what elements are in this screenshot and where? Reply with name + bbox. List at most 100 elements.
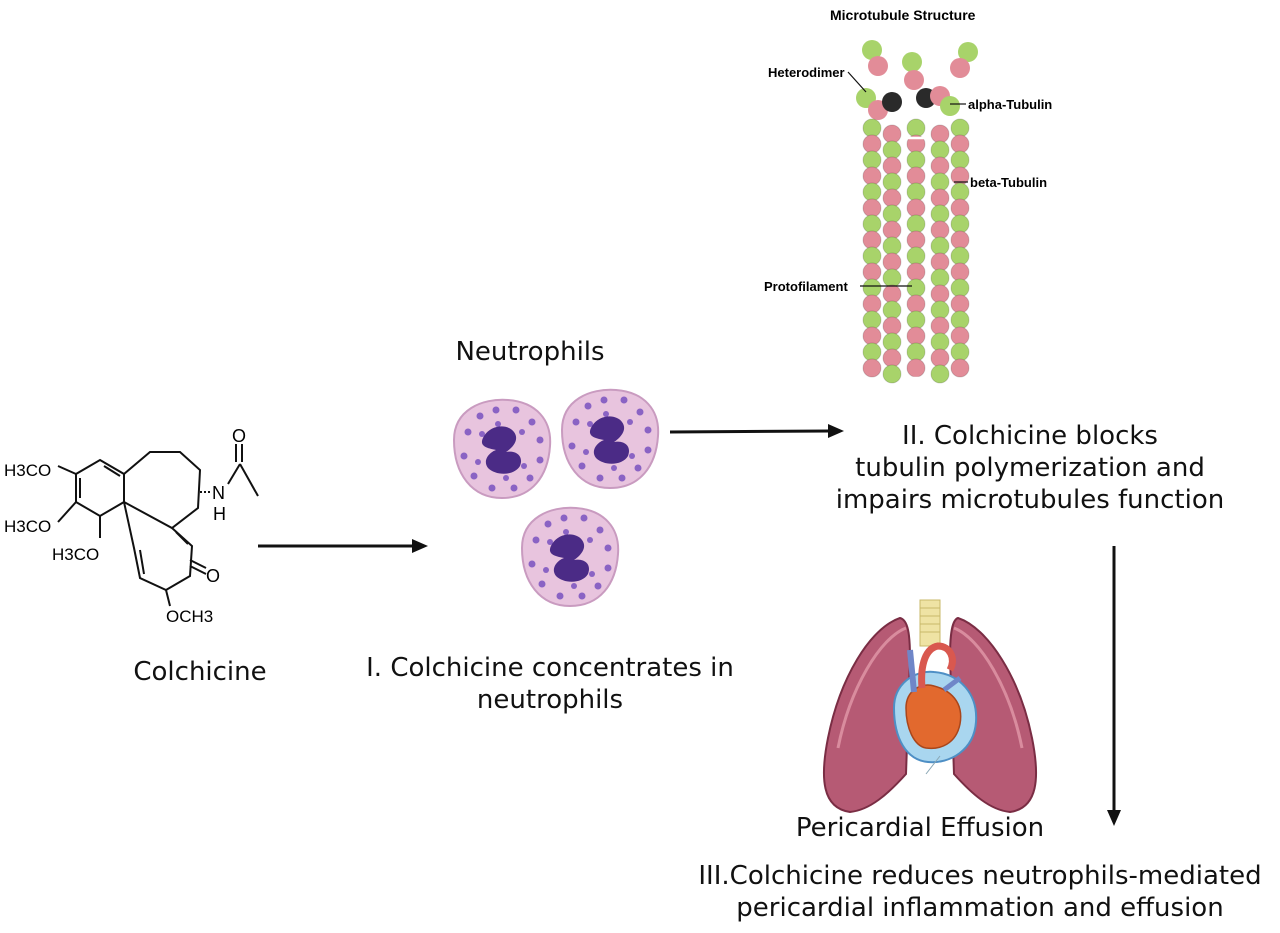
tubulin-bead	[882, 124, 902, 144]
arrow-neutrophils-to-microtubule	[669, 424, 844, 438]
pericardial-effusion-title: Pericardial Effusion	[795, 813, 1045, 843]
tubulin-bead	[950, 246, 970, 266]
tubulin-bead	[882, 364, 902, 384]
tubulin-bead	[950, 182, 970, 202]
alpha-tubulin-label: alpha-Tubulin	[968, 97, 1052, 112]
beta-tubulin-label: beta-Tubulin	[970, 175, 1047, 190]
step-3-line-1: III.Colchicine reduces neutrophils-media…	[698, 861, 1262, 891]
step-2-caption: II. Colchicine blocks tubulin polymeriza…	[820, 420, 1240, 516]
step-3-caption: III.Colchicine reduces neutrophils-media…	[690, 860, 1270, 924]
tubulin-bead	[862, 262, 882, 282]
tubulin-bead	[950, 214, 970, 234]
tubulin-bead	[882, 172, 902, 192]
tubulin-bead	[906, 246, 926, 266]
tubulin-bead	[862, 294, 882, 314]
tubulin-bead	[882, 204, 902, 224]
nitrogen-label: N	[212, 483, 225, 503]
tubulin-bead	[950, 310, 970, 330]
tubulin-bead	[882, 332, 902, 352]
amide-oxygen-label: O	[232, 426, 246, 446]
tubulin-bead	[862, 230, 882, 250]
tubulin-bead	[906, 310, 926, 330]
tubulin-bead	[930, 124, 950, 144]
aorta	[918, 642, 956, 689]
methoxy-group-3: H3CO	[52, 545, 99, 564]
tubulin-bead	[906, 294, 926, 314]
neutrophil-cell-3	[521, 506, 620, 607]
microtubule-title: Microtubule Structure	[830, 7, 976, 23]
tubulin-bead	[882, 140, 902, 160]
tubulin-bead	[906, 198, 926, 218]
arrow-microtubule-to-pericardium	[1107, 546, 1121, 826]
heterodimer-label: Heterodimer	[768, 65, 845, 80]
protofilament-label: Protofilament	[764, 279, 848, 294]
tubulin-bead	[906, 150, 926, 170]
tubulin-bead	[906, 230, 926, 250]
tubulin-bead	[950, 358, 970, 378]
tubulin-bead	[950, 326, 970, 346]
step-2-line-1: II. Colchicine blocks	[902, 421, 1158, 451]
step-1-caption: I. Colchicine concentrates in neutrophil…	[340, 652, 760, 716]
step-1-line-2: neutrophils	[476, 685, 624, 715]
tubulin-bead	[862, 166, 882, 186]
hydrogen-label: H	[213, 504, 226, 524]
tubulin-bead	[906, 166, 926, 186]
tubulin-bead	[950, 342, 970, 362]
colchicine-molecule-drawing: H3CO H3CO H3CO OCH3 N H O O	[4, 426, 259, 626]
tubulin-bead	[882, 188, 902, 208]
tubulin-bead	[930, 300, 950, 320]
step-2-line-3: impairs microtubules function	[835, 485, 1225, 515]
tubulin-bead	[862, 326, 882, 346]
colchicine-structure: H3CO H3CO H3CO OCH3 N H O O	[0, 400, 280, 640]
tubulin-bead	[930, 220, 950, 240]
tubulin-bead	[882, 252, 902, 272]
tubulin-bead	[906, 278, 926, 298]
step-2-line-2: tubulin polymerization and	[855, 453, 1205, 483]
tubulin-bead	[862, 198, 882, 218]
tubulin-bead	[950, 262, 970, 282]
tubulin-bead	[930, 364, 950, 384]
tubulin-bead	[950, 134, 970, 154]
tubulin-bead	[930, 172, 950, 192]
tubulin-bead	[882, 300, 902, 320]
tubulin-bead	[882, 348, 902, 368]
tubulin-bead	[930, 348, 950, 368]
methoxy-group-4: OCH3	[166, 607, 213, 626]
neutrophils-title: Neutrophils	[455, 337, 605, 367]
tubulin-bead	[906, 182, 926, 202]
tubulin-bead	[906, 214, 926, 234]
tubulin-bead	[862, 342, 882, 362]
microtubule-body	[862, 118, 970, 384]
tubulin-bead	[862, 246, 882, 266]
tubulin-bead	[862, 214, 882, 234]
tubulin-bead	[930, 284, 950, 304]
tubulin-bead	[930, 252, 950, 272]
tubulin-bead	[862, 150, 882, 170]
neutrophil-cell-1	[453, 398, 552, 499]
tubulin-bead	[950, 198, 970, 218]
step-3-line-2: pericardial inflammation and effusion	[736, 893, 1224, 923]
tubulin-bead	[906, 118, 926, 138]
tubulin-bead	[882, 268, 902, 288]
tubulin-bead	[950, 150, 970, 170]
tubulin-bead	[930, 316, 950, 336]
tubulin-bead	[882, 220, 902, 240]
tubulin-bead	[950, 118, 970, 138]
arrow-colchicine-to-neutrophils	[258, 539, 428, 553]
neutrophils-illustration	[453, 388, 660, 607]
tubulin-bead	[906, 262, 926, 282]
pericardial-effusion-illustration	[822, 599, 1038, 814]
protofilament-highlight	[902, 136, 930, 380]
tubulin-bead	[862, 310, 882, 330]
tubulin-bead	[930, 188, 950, 208]
tubulin-bead	[930, 236, 950, 256]
colchicine-label: Colchicine	[133, 657, 267, 687]
tubulin-bead	[862, 182, 882, 202]
tubulin-bead	[882, 284, 902, 304]
ketone-oxygen-label: O	[206, 566, 220, 586]
tubulin-bead	[930, 204, 950, 224]
tubulin-bead	[906, 342, 926, 362]
tubulin-bead	[930, 140, 950, 160]
tubulin-bead	[862, 358, 882, 378]
tubulin-bead	[950, 230, 970, 250]
